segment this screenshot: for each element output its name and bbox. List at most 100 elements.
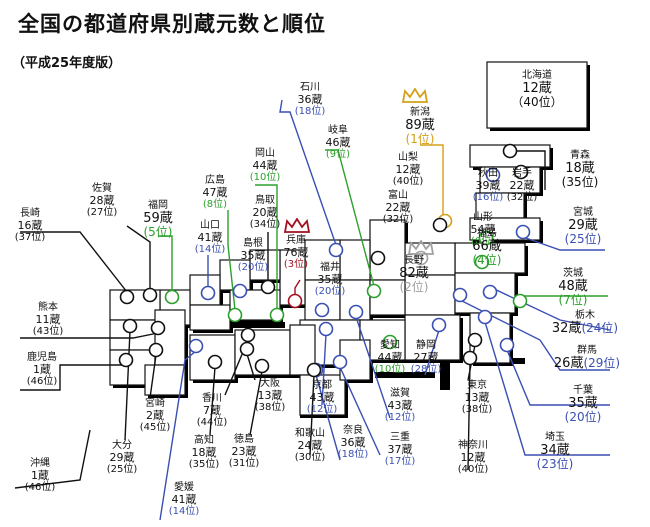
brewery-count: 44蔵	[377, 350, 403, 364]
brewery-count: 43蔵	[387, 398, 413, 412]
rank: (29位)	[583, 355, 621, 370]
brewery-count: 12蔵	[522, 80, 552, 96]
leader-line-kochi	[209, 366, 216, 436]
prefecture-name: 島根	[243, 238, 263, 249]
prefecture-name: 福島	[476, 228, 497, 239]
rank: (32位)	[382, 214, 414, 226]
prefecture-name: 埼玉	[544, 432, 565, 443]
prefecture-name: 大分	[112, 440, 132, 451]
rank: (17位)	[384, 456, 416, 468]
leader-line-shiga	[355, 316, 391, 419]
marker-fukushima	[474, 254, 490, 270]
prefecture-name: 鳥取	[255, 195, 275, 206]
brewery-count: 29蔵	[568, 217, 598, 233]
prefecture-name: 佐賀	[92, 183, 112, 194]
brewery-count: 28蔵	[89, 193, 115, 207]
rank: (14位)	[168, 506, 200, 518]
brewery-count: 13蔵	[464, 390, 490, 404]
rank: (20位)	[314, 286, 346, 298]
prefecture-name: 香川	[202, 393, 222, 404]
marker-miyagi	[515, 224, 531, 240]
brewery-count: 44蔵	[252, 158, 278, 172]
rank: (38位)	[254, 402, 286, 414]
brewery-count: 26蔵	[553, 355, 584, 371]
rank: (27位)	[86, 207, 118, 219]
marker-ibaraki	[512, 293, 528, 309]
leader-line-shizuoka	[424, 329, 440, 376]
rank: (25位)	[106, 464, 138, 476]
leader-line-gifu	[325, 149, 375, 287]
marker-toyama	[370, 250, 386, 266]
marker-ehime	[188, 338, 204, 354]
marker-kyoto	[318, 321, 334, 337]
marker-yamagata	[478, 230, 494, 246]
leader-line-nara	[315, 374, 341, 461]
prefecture-name: 群馬	[577, 345, 597, 356]
rank: (34位)	[249, 219, 281, 231]
marker-hyogo	[287, 293, 303, 309]
prefecture-name: 青森	[569, 150, 590, 161]
rank: (31位)	[228, 458, 260, 470]
marker-fukui	[314, 302, 330, 318]
leader-line-oita	[124, 330, 131, 441]
prefecture-name: 和歌山	[295, 428, 325, 439]
prefecture-name: 秋田	[478, 168, 498, 179]
marker-aichi	[382, 334, 398, 350]
brewery-count: 37蔵	[387, 442, 413, 456]
brewery-count: 82蔵	[399, 265, 429, 281]
rank: (20位)	[564, 410, 602, 425]
leader-line-ehime	[159, 350, 197, 521]
prefecture-name: 長崎	[20, 208, 40, 219]
leader-line-kyoto	[321, 333, 327, 406]
rank: (5位)	[143, 225, 173, 240]
leader-line-aomori	[510, 150, 546, 190]
rank: (12位)	[384, 412, 416, 424]
brewery-count: 46蔵	[325, 135, 351, 149]
marker-kanagawa	[462, 350, 478, 366]
rank: (6位)	[470, 236, 496, 248]
leader-line-osaka	[246, 353, 256, 381]
brewery-count: 16蔵	[17, 218, 43, 232]
marker-kochi	[207, 354, 223, 370]
prefecture-name: 徳島	[234, 434, 254, 445]
brewery-count: 12蔵	[395, 162, 421, 176]
prefecture-name: 富山	[388, 190, 408, 201]
crown-bronze-icon	[283, 218, 311, 233]
prefecture-name: 鹿児島	[27, 352, 57, 363]
prefecture-name: 愛媛	[174, 482, 194, 493]
marker-mie	[332, 354, 348, 370]
rank: (4位)	[472, 253, 502, 268]
rank: (46位)	[24, 482, 56, 494]
marker-saga	[142, 287, 158, 303]
brewery-count: 36蔵	[340, 435, 366, 449]
marker-akita	[485, 167, 501, 183]
rank: (18位)	[337, 449, 369, 461]
marker-yamanashi	[432, 217, 448, 233]
rank: (10位)	[249, 172, 281, 184]
rank: (37位)	[14, 232, 46, 244]
prefecture-name: 山口	[200, 220, 220, 231]
